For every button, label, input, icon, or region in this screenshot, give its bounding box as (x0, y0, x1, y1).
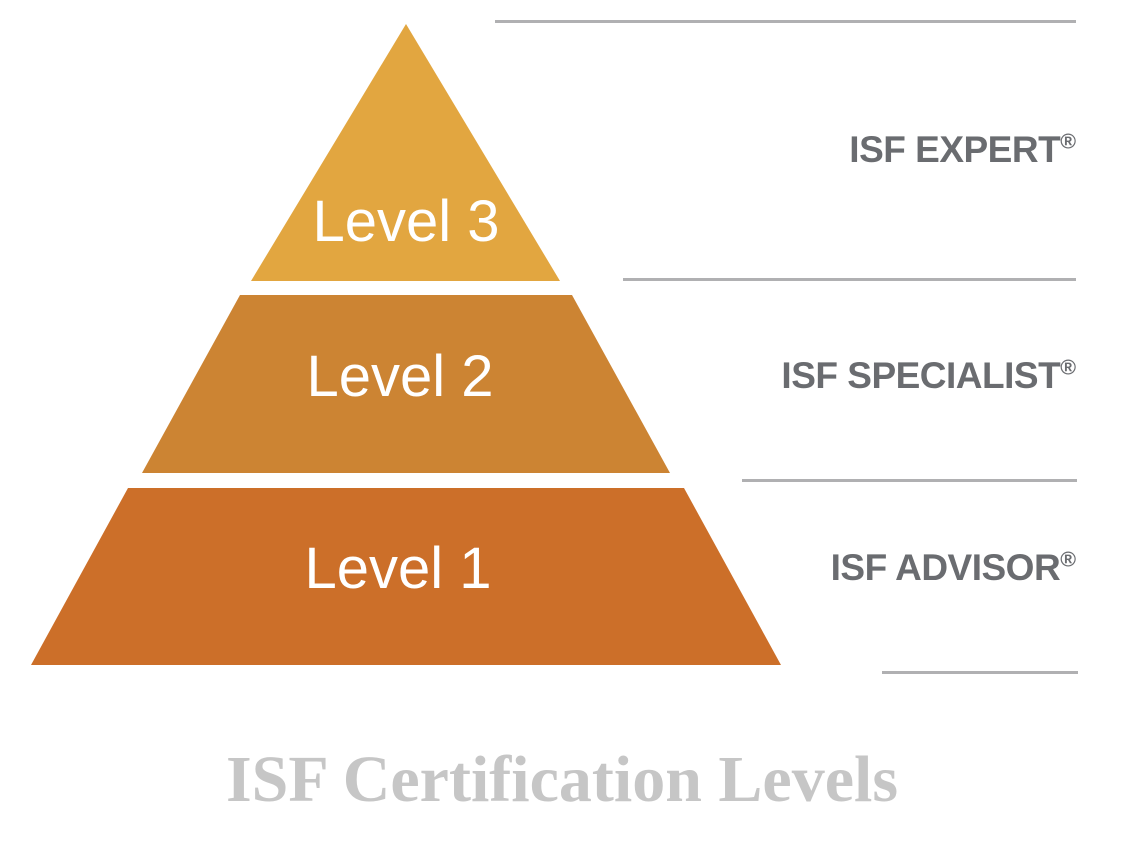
pyramid-tier-3-label: Level 3 (312, 189, 500, 254)
connector-line-third (742, 479, 1077, 482)
pyramid-tier-1-label: Level 1 (304, 536, 492, 601)
certification-name-specialist-text: ISF SPECIALIST (781, 355, 1061, 396)
connector-line-fourth (882, 671, 1078, 674)
connector-line-top (495, 20, 1076, 23)
certification-name-expert-text: ISF EXPERT (849, 129, 1061, 170)
registered-trademark-icon: ® (1060, 355, 1076, 380)
certification-name-advisor-text: ISF ADVISOR (830, 547, 1061, 588)
registered-trademark-icon: ® (1060, 129, 1076, 154)
certification-name-advisor: ISF ADVISOR® (831, 549, 1076, 586)
connector-line-second (623, 278, 1076, 281)
certification-name-specialist: ISF SPECIALIST® (781, 357, 1076, 394)
pyramid-tier-2-label: Level 2 (306, 344, 494, 409)
diagram-title: ISF Certification Levels (225, 743, 899, 816)
registered-trademark-icon: ® (1060, 547, 1076, 572)
certification-name-expert: ISF EXPERT® (849, 131, 1076, 168)
